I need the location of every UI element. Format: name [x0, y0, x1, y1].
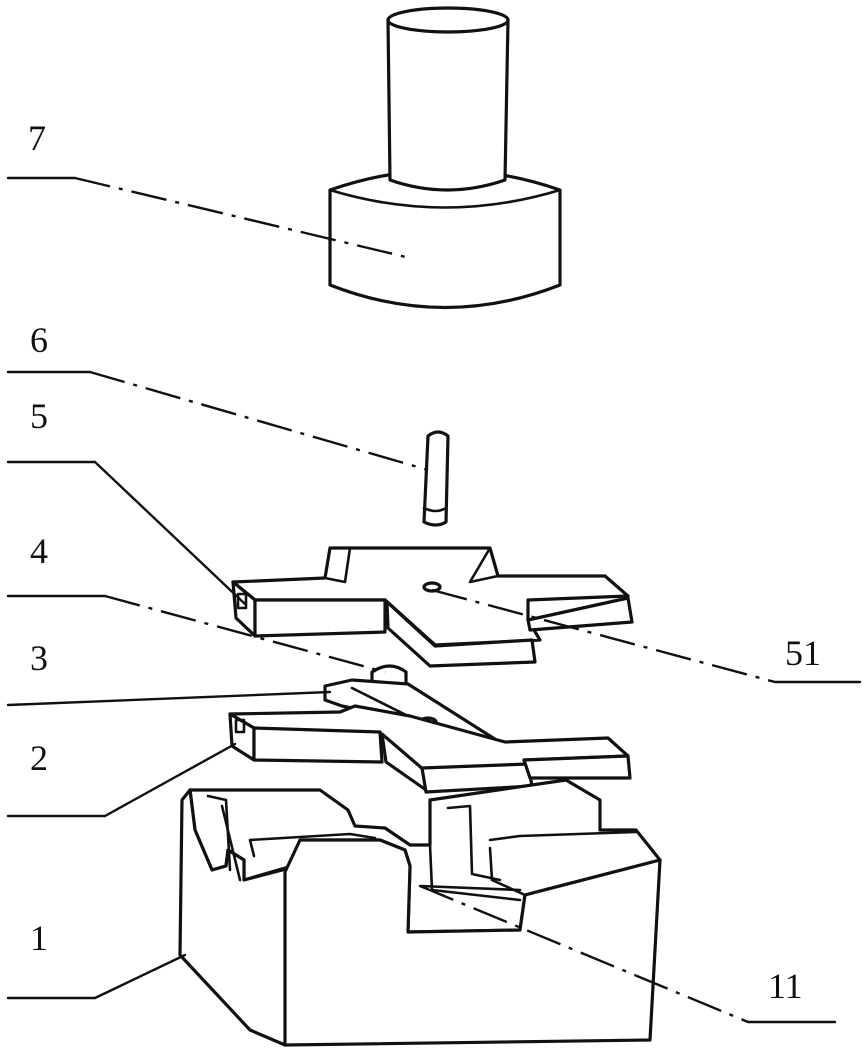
part-6-pin [422, 430, 450, 527]
label-11: 11 [768, 966, 803, 1006]
part-5-upper-plate [231, 546, 634, 668]
part-1-base [178, 778, 662, 1047]
leader-lines [6, 176, 862, 1024]
label-51: 51 [785, 633, 821, 673]
label-6: 6 [30, 320, 48, 360]
label-2: 2 [30, 738, 48, 778]
part-7-punch [328, 6, 562, 310]
label-3: 3 [30, 638, 48, 678]
label-4: 4 [30, 531, 48, 571]
label-5: 5 [30, 396, 48, 436]
label-7: 7 [28, 118, 46, 158]
label-1: 1 [30, 918, 48, 958]
part-labels: 7 6 5 4 3 2 1 51 11 [28, 118, 821, 1006]
